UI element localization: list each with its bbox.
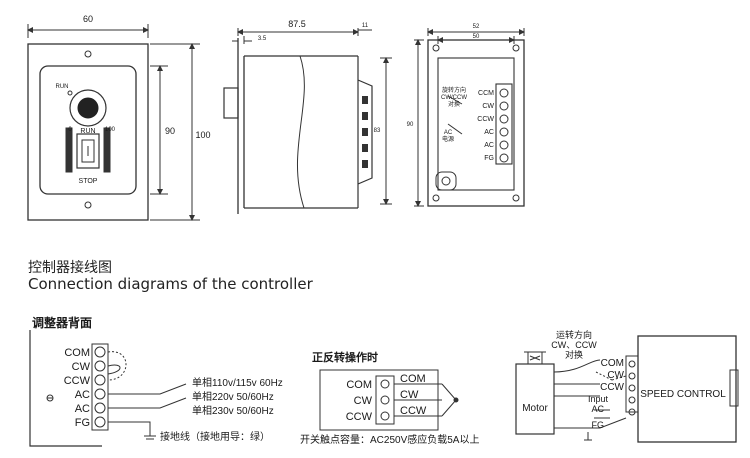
heading-chinese: 控制器接线图: [28, 260, 112, 276]
motor-terminal-label: CW: [607, 370, 624, 381]
switch-right-label: CCW: [400, 405, 427, 417]
front-stop-label: STOP: [79, 178, 98, 185]
ground-wire: [108, 421, 156, 440]
side-knob: [223, 87, 239, 119]
side-view: [223, 28, 392, 214]
speed-control-label: SPEED CONTROL: [640, 389, 726, 400]
side-terminal-screws: [362, 96, 368, 168]
switch-bar-right: [103, 127, 111, 173]
switch-bar-left: [65, 127, 73, 173]
front-scale-max: 100: [105, 127, 116, 133]
power-line-label: 单相220v 50/60Hz: [192, 390, 274, 403]
speed-control-knob: [729, 369, 739, 407]
front-dim-width: 60: [83, 14, 93, 24]
motor-body: [515, 363, 555, 435]
power-wires: [108, 383, 187, 409]
run-indicator-lamp: [67, 90, 73, 96]
back-terminal-label: AC: [484, 142, 494, 149]
rear-title: 调整器背面: [32, 315, 92, 330]
back-dim-inner: 50: [473, 34, 480, 40]
switch-capacity-note: 开关触点容量：AC250V感应负载5A以上: [300, 433, 479, 446]
rear-terminal-label: COM: [64, 347, 90, 359]
front-panel-inner: [39, 65, 137, 195]
front-scale-min: 0: [68, 127, 72, 133]
rear-terminal-block: [91, 343, 109, 431]
back-panel-inner: [437, 57, 515, 191]
switch-left-label: CCW: [346, 411, 373, 423]
heading-english: Connection diagrams of the controller: [28, 275, 313, 293]
motor-fg-label: FG: [592, 420, 605, 430]
back-terminal-label: CW: [482, 103, 494, 110]
back-dim-height: 90: [407, 122, 414, 128]
back-terminal-label: FG: [484, 155, 494, 162]
motor-terminal-label: CCW: [600, 382, 624, 393]
back-view: [414, 28, 525, 207]
back-dim-outer: 52: [473, 24, 480, 30]
back-terminal-screws: [499, 88, 509, 163]
front-screw-top: [84, 50, 92, 58]
power-line-label: 单相110v/115v 60Hz: [192, 376, 283, 389]
ground-note: 接地线（接地用导：绿）: [160, 430, 270, 443]
power-line-label: 单相230v 50/60Hz: [192, 404, 274, 417]
side-dim-length: 87.5: [288, 19, 306, 29]
rear-terminal-label: FG: [75, 417, 90, 429]
back-cable-gland: [435, 171, 457, 191]
run-stop-switch-rocker: [81, 139, 95, 163]
rear-terminal-label: AC: [75, 403, 90, 415]
side-dim-left: 3.5: [258, 36, 267, 42]
side-dim-right: 11: [362, 23, 369, 29]
switch-title: 正反转操作时: [312, 350, 378, 364]
speed-knob-outer: [69, 89, 107, 127]
switch-right-label: COM: [400, 373, 426, 385]
front-panel-outer: [27, 43, 149, 221]
motor-terminal-label: COM: [601, 358, 624, 369]
rear-terminal-label: AC: [75, 389, 90, 401]
rear-terminal-label: CCW: [64, 375, 91, 387]
rear-terminal-label: CW: [72, 361, 91, 373]
speed-knob-inner: [77, 97, 99, 119]
run-stop-switch: [76, 133, 100, 169]
side-dim-height: 83: [374, 128, 381, 134]
back-terminal-block: [495, 83, 513, 165]
switch-left-label: COM: [346, 379, 372, 391]
switch-left-label: CW: [354, 395, 373, 407]
switch-right-label: CW: [400, 389, 419, 401]
rear-wiring: [29, 330, 187, 447]
front-dim-inner: 90: [165, 126, 175, 136]
speed-control-terminals: [625, 355, 639, 413]
motor-label: Motor: [522, 403, 548, 414]
jumper-cw-ccw: [107, 351, 127, 381]
motor-ac-label: AC: [591, 404, 604, 414]
front-screw-bottom: [84, 201, 92, 209]
back-terminal-label: AC: [484, 129, 494, 136]
switch-diagram: [319, 369, 459, 431]
back-terminal-label: CCW: [477, 116, 494, 123]
back-terminal-label: CCM: [478, 90, 494, 97]
front-run-label: RUN: [80, 128, 95, 135]
motor-leads: [553, 359, 601, 397]
front-view: [27, 24, 200, 221]
front-dim-outer: 100: [195, 130, 210, 140]
front-run-small: RUN: [56, 84, 69, 90]
motor-input-label: Input: [588, 394, 609, 404]
motor-wiring: [515, 335, 739, 443]
